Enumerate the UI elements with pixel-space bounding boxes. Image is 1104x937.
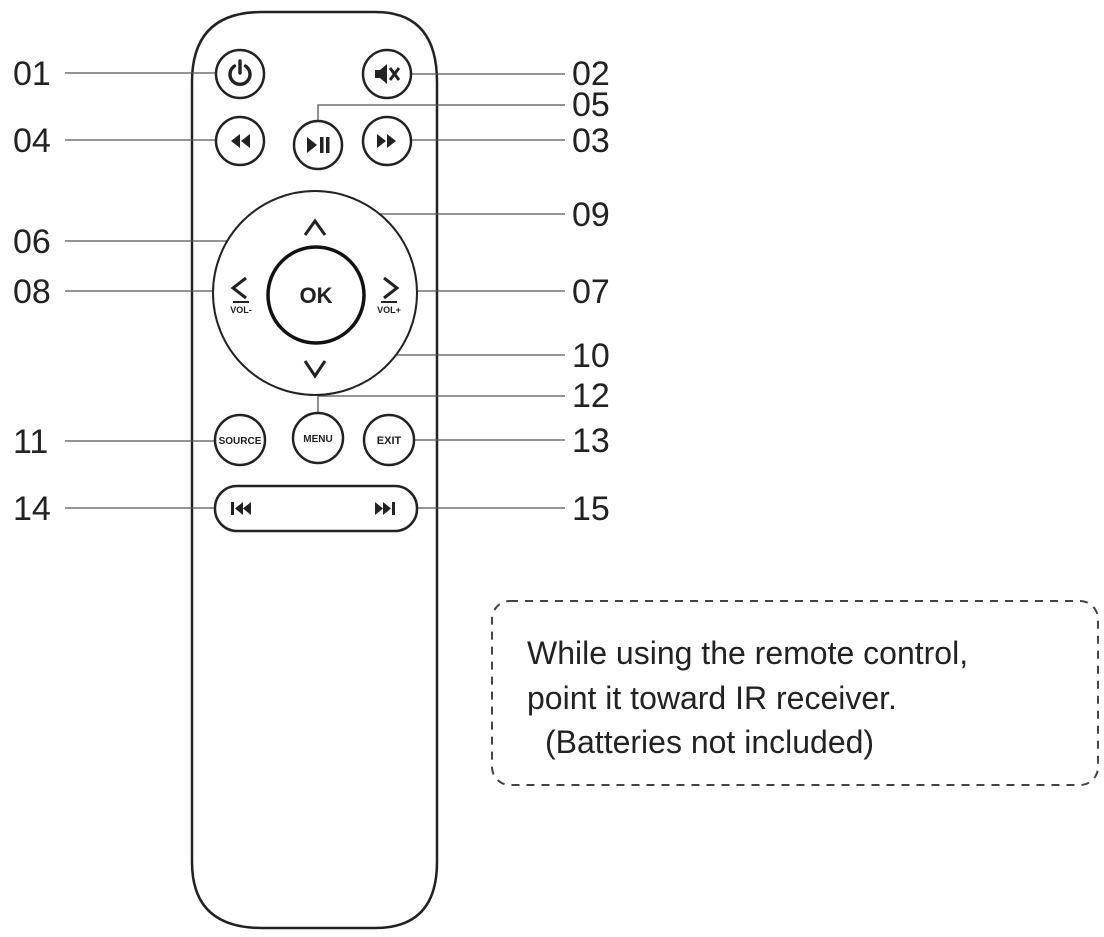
chevron-down-icon [303, 360, 327, 379]
callout-07: 07 [572, 273, 610, 311]
callout-01: 01 [13, 55, 51, 93]
leader-line-05 [317, 104, 565, 126]
fast-forward-button[interactable] [361, 115, 413, 167]
callout-labels: 01 02 05 04 03 09 06 08 07 10 12 11 13 1… [13, 55, 610, 528]
callout-13: 13 [572, 422, 610, 460]
vol-down-left-button[interactable]: VOL- [222, 270, 262, 320]
up-button[interactable] [295, 210, 335, 240]
down-button[interactable] [295, 352, 335, 382]
next-track-icon [375, 502, 395, 515]
note-box [491, 600, 1099, 786]
play-pause-icon [307, 137, 330, 153]
mute-button[interactable] [361, 48, 413, 100]
source-label: SOURCE [219, 436, 262, 447]
play-pause-button[interactable] [292, 119, 344, 171]
callout-03: 03 [572, 122, 610, 160]
source-button[interactable]: SOURCE [213, 413, 267, 467]
leader-lines [65, 72, 565, 509]
next-track-button[interactable] [352, 490, 412, 527]
exit-button[interactable]: EXIT [362, 413, 416, 467]
chevron-right-icon [383, 276, 400, 300]
callout-05: 05 [572, 86, 610, 124]
mute-icon [375, 64, 401, 84]
menu-label: MENU [303, 434, 332, 445]
rewind-icon [231, 134, 250, 148]
callout-08: 08 [13, 273, 51, 311]
note-line-3: (Batteries not included) [545, 724, 874, 760]
callout-02: 02 [572, 55, 610, 93]
vol-minus-label: VOL- [230, 305, 252, 315]
fast-forward-icon [377, 134, 396, 148]
callout-04: 04 [13, 122, 51, 160]
vol-up-right-button[interactable]: VOL+ [370, 270, 410, 320]
menu-button[interactable]: MENU [291, 411, 345, 465]
callout-12: 12 [572, 377, 610, 415]
usage-note: While using the remote control, point it… [491, 600, 1099, 786]
exit-label: EXIT [377, 435, 402, 447]
callout-09: 09 [572, 196, 610, 234]
chevron-up-icon [303, 218, 327, 236]
power-icon [228, 59, 252, 87]
ok-label: OK [300, 283, 333, 308]
callout-06: 06 [13, 223, 51, 261]
previous-track-icon [231, 502, 251, 515]
chevron-left-icon [230, 276, 247, 300]
power-button[interactable] [214, 48, 266, 100]
callout-10: 10 [572, 337, 610, 375]
previous-track-button[interactable] [220, 490, 280, 527]
callout-15: 15 [572, 490, 610, 528]
leader-line-12 [317, 395, 565, 413]
note-line-2: point it toward IR receiver. [527, 680, 897, 716]
note-line-1: While using the remote control, [527, 635, 968, 671]
callout-11: 11 [13, 423, 48, 461]
vol-plus-label: VOL+ [377, 305, 401, 315]
ok-button[interactable]: OK [266, 245, 366, 345]
rewind-button[interactable] [214, 115, 266, 167]
callout-14: 14 [13, 490, 51, 528]
track-rocker [213, 484, 419, 533]
